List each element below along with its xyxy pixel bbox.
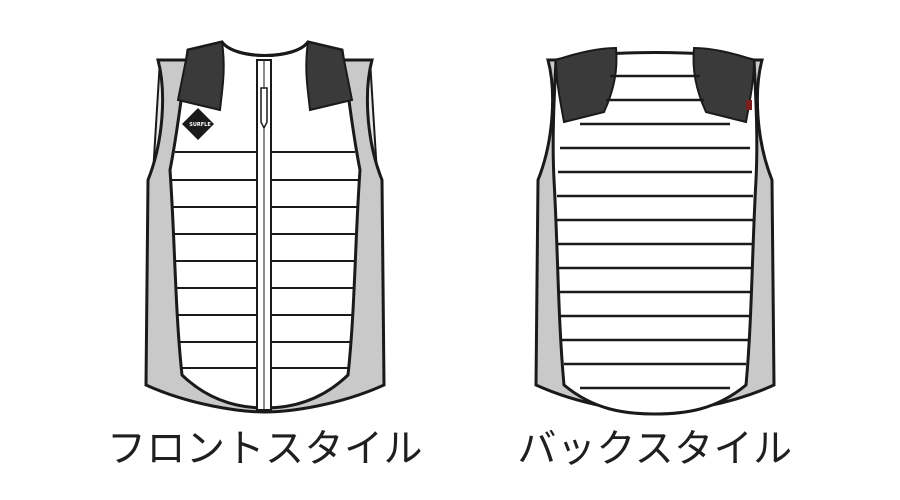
right-shoulder-panel (692, 46, 756, 124)
zipper-pull-icon (260, 87, 268, 130)
back-style-caption: バックスタイル (517, 427, 793, 472)
brand-logo-badge (182, 108, 214, 140)
vest-back-illustration (534, 46, 776, 416)
left-shoulder-panel (176, 40, 225, 112)
back-label-tag (746, 100, 752, 110)
vest-front-illustration (144, 40, 386, 414)
front-logo-text: SURFLE (189, 122, 211, 128)
front-style-caption: フロントスタイル (106, 427, 423, 472)
neckline (220, 40, 310, 57)
right-shoulder-panel (305, 40, 354, 112)
left-shoulder-panel (554, 46, 618, 124)
quilt-stitch-lines (556, 74, 754, 390)
